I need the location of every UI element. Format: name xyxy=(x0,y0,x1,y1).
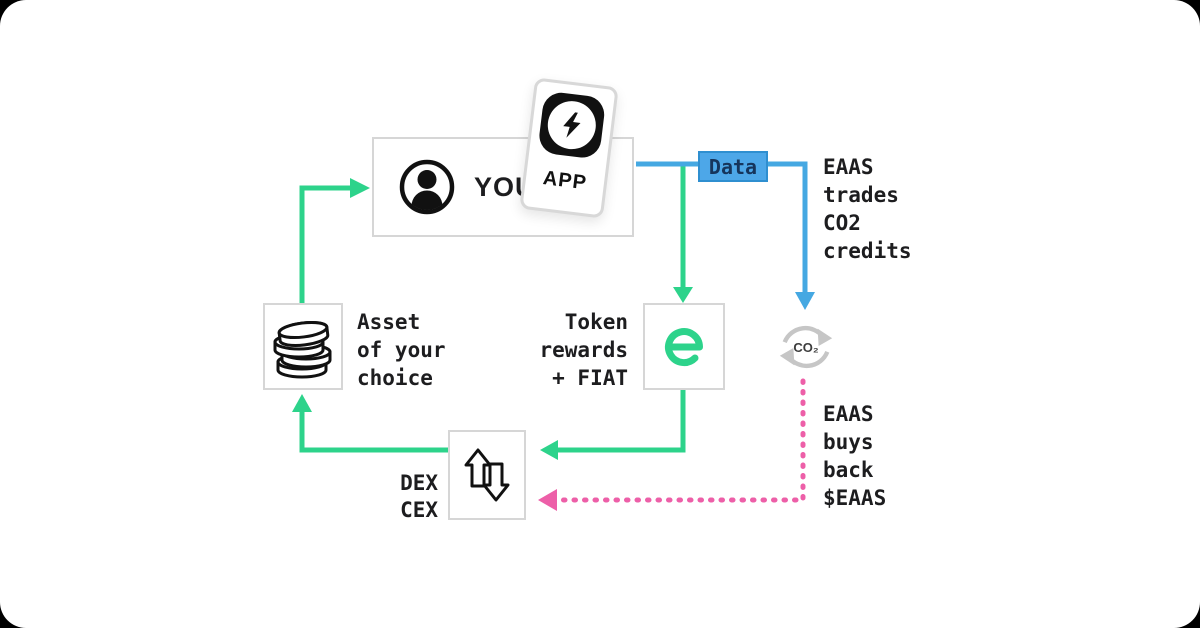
eaas-e-logo xyxy=(665,327,703,366)
asset-choice-text: Asset of your choice xyxy=(357,308,446,392)
dex-cex-text: DEX CEX xyxy=(400,470,438,524)
app-card: APP xyxy=(519,77,619,219)
lightning-bolt-icon xyxy=(537,90,607,160)
text-line: Asset xyxy=(357,310,421,334)
token-rewards-text: Token rewards + FIAT xyxy=(539,308,628,392)
arrow-eaas-to-dex xyxy=(558,390,686,453)
text-line: + FIAT xyxy=(552,366,628,390)
eaas-buyback-text: EAAS buys back $EAAS xyxy=(823,400,886,512)
arrowhead-right xyxy=(350,178,370,198)
coins-stack-icon xyxy=(273,320,332,378)
text-line: choice xyxy=(357,366,433,390)
text-line: CO2 xyxy=(823,211,861,235)
arrow-dex-to-asset xyxy=(299,410,448,453)
dex-cex-node xyxy=(448,430,526,520)
eaas-app-node xyxy=(643,303,725,390)
arrow-buyback-to-dex xyxy=(557,378,806,503)
arrow-data-to-co2 xyxy=(636,161,808,294)
text-line: credits xyxy=(823,239,912,263)
arrowhead-left xyxy=(540,440,558,460)
text-line: buys xyxy=(823,430,874,454)
co2-label: CO₂ xyxy=(793,339,819,355)
arrowhead-down-blue xyxy=(795,292,815,310)
text-line: Token xyxy=(564,310,628,334)
text-line: rewards xyxy=(539,338,628,362)
text-line: EAAS xyxy=(823,402,874,426)
asset-node xyxy=(263,303,343,390)
text-line: $EAAS xyxy=(823,486,887,510)
arrowhead-up xyxy=(292,394,312,412)
app-label: APP xyxy=(541,167,589,195)
text-line: DEX xyxy=(400,471,438,495)
arrow-asset-to-you xyxy=(299,185,352,303)
user-avatar-icon xyxy=(399,159,455,215)
text-line: EAAS xyxy=(823,155,874,179)
arrowhead-left-pink xyxy=(538,489,557,511)
text-line: trades xyxy=(823,183,899,207)
swap-arrows-icon xyxy=(464,448,510,502)
arrowhead-down xyxy=(673,287,693,303)
text-line: back xyxy=(823,458,874,482)
co2-recycle-icon: CO₂ xyxy=(775,316,837,378)
text-line: CEX xyxy=(400,498,438,522)
eaas-trades-text: EAAS trades CO2 credits xyxy=(823,153,912,265)
data-tag: Data xyxy=(698,151,768,182)
text-line: of your xyxy=(357,338,446,362)
